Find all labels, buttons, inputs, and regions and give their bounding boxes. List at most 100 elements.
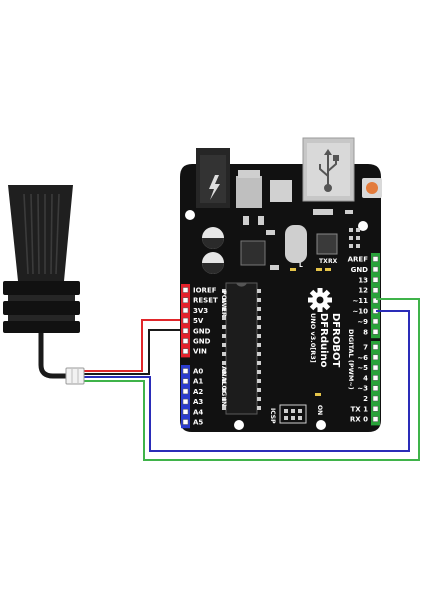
smd-resistor [313, 209, 333, 215]
smd-chip [240, 240, 266, 266]
gear-hole [316, 296, 324, 304]
analog-header-pin-label: A2 [193, 388, 203, 396]
chip-leg [257, 352, 261, 356]
regulator [236, 176, 262, 208]
analog-header-pin-label: A4 [193, 408, 203, 416]
led-tx [316, 268, 322, 271]
power-header-pin-label: GND [193, 327, 211, 335]
usb-icon [319, 155, 339, 192]
power-header-pin-label: GND [193, 338, 211, 346]
digital-header-top-pin-label: ~10 [352, 308, 368, 316]
digital-header-top-pin-label: 13 [358, 276, 368, 284]
usb-icon-arm [327, 160, 337, 172]
atmega-chip [222, 282, 261, 415]
power-header-pin [182, 338, 189, 344]
digital-header-top-pin [372, 277, 379, 283]
digital-header-top-pin-label: AREF [348, 256, 369, 264]
power-header-pin-label: RESET [193, 297, 218, 305]
led-rx [325, 268, 331, 271]
sensor-ring [8, 315, 75, 321]
chip-leg [222, 388, 226, 392]
capacitor-mark [202, 238, 224, 249]
digital-header-bottom-pin [372, 395, 379, 402]
dc-jack [196, 148, 230, 208]
analog-header-pin-label: A0 [193, 368, 203, 376]
dfrobot-gear-logo [308, 288, 332, 312]
gear-tooth [317, 307, 323, 312]
icsp-pin [349, 236, 353, 240]
icsp-pin [349, 244, 353, 248]
chip-leg [257, 316, 261, 320]
icsp-pin [298, 409, 302, 413]
wire-black-gnd [84, 329, 190, 375]
digital-header-top-pin-label: ~11 [352, 297, 368, 305]
analog-header-pin [182, 378, 189, 384]
digital-header-bottom-pin-label: ~5 [357, 364, 368, 372]
chip-leg [222, 343, 226, 347]
chip-leg [222, 325, 226, 329]
icsp-pin [291, 416, 295, 420]
led-on [315, 393, 321, 396]
power-header-pin-label: 3V3 [193, 307, 208, 315]
digital-header-label: DIGITAL (PWM~) [347, 329, 355, 390]
digital-header-top-strip [371, 253, 380, 339]
analog-header-pin-label: A1 [193, 378, 203, 386]
digital-header-bottom-pin-label: 2 [363, 395, 368, 403]
digital-header-bottom-strip [371, 341, 380, 426]
icsp-pin [284, 416, 288, 420]
smd-resistor [345, 210, 353, 214]
chip-leg [222, 334, 226, 338]
sensor-ring [3, 321, 80, 333]
wire-green-d11 [84, 298, 420, 461]
digital-header-top-pin-label: 12 [358, 287, 368, 295]
chip-leg [222, 316, 226, 320]
sensor-ring [3, 301, 80, 315]
gear-tooth [308, 297, 313, 303]
icsp-pin [349, 228, 353, 232]
sensor-ring [3, 281, 80, 295]
digital-header-top-pin-label: ~9 [357, 318, 368, 326]
led-rx-label: RX [328, 258, 338, 265]
digital-header-bottom-pin [372, 354, 379, 361]
chip-notch [236, 283, 247, 287]
sensor-cable [38, 327, 71, 379]
chip-leg [222, 397, 226, 401]
icsp-top-header [349, 228, 360, 248]
chip-leg [257, 343, 261, 347]
mount-hole [234, 420, 244, 430]
digital-header-bottom-pin-label: 7 [363, 344, 368, 352]
digital-header-bottom-pin-label: RX 0 [350, 416, 368, 424]
analog-header-pin [182, 368, 189, 374]
icsp-pin [298, 416, 302, 420]
usb-icon-node [333, 155, 339, 161]
chip-leg [257, 406, 261, 410]
usb-icon-node [324, 184, 332, 192]
analog-header-pin [182, 398, 189, 405]
sensor-groove [50, 193, 53, 275]
power-header-pin [182, 287, 189, 293]
icsp-pin [356, 228, 360, 232]
digital-header-top-pin [372, 287, 379, 293]
chip-leg [257, 397, 261, 401]
digital-header-bottom-pin-label: 4 [363, 374, 368, 382]
digital-header-bottom-pin-label: TX 1 [351, 405, 369, 413]
icsp-pin [356, 244, 360, 248]
power-header-pin [182, 297, 189, 303]
digital-header-top-pin [372, 266, 379, 273]
wire-red-5v [84, 319, 190, 372]
lightning-icon [209, 175, 220, 200]
chip-leg [257, 370, 261, 374]
chip-leg [257, 298, 261, 302]
power-header-pin-label: IOREF [193, 287, 217, 295]
chip-leg [257, 289, 261, 293]
sensor-head [8, 185, 73, 281]
wires [84, 298, 420, 461]
gear-tooth [327, 297, 332, 303]
smd-resistor [243, 216, 249, 225]
sensor-groove [23, 193, 29, 275]
chip-leg [222, 379, 226, 383]
usb-icon-tip [324, 149, 332, 155]
